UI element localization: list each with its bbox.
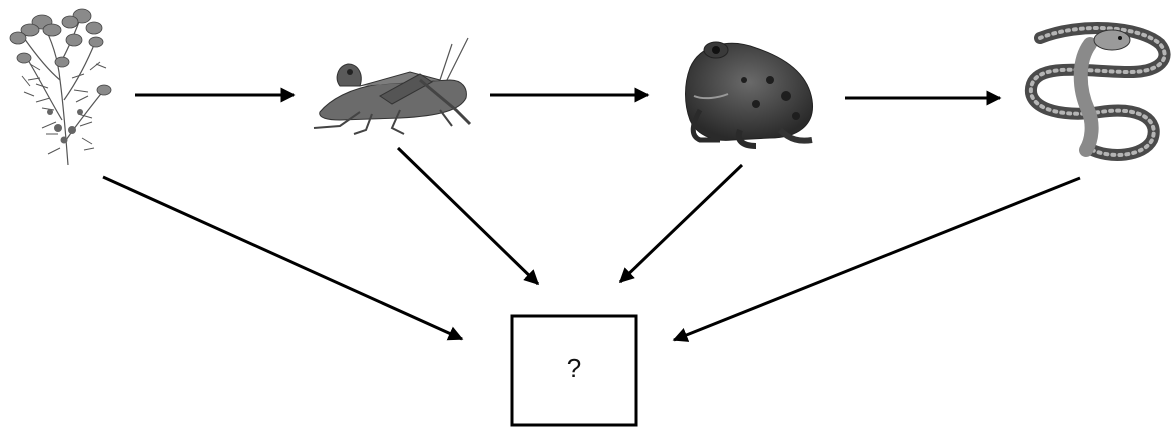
unknown-organism-box: ?	[510, 314, 638, 427]
unknown-label: ?	[567, 353, 581, 383]
arrow-snake-to-unknown	[672, 176, 1081, 342]
snake-icon	[1024, 21, 1171, 161]
arrow-grasshopper-to-unknown	[396, 146, 540, 286]
plant-icon	[9, 8, 112, 166]
arrow-frog-to-unknown	[618, 163, 744, 284]
frog-icon	[685, 41, 813, 149]
arrow-plant-to-unknown	[102, 175, 464, 341]
grasshopper-icon	[313, 37, 472, 135]
